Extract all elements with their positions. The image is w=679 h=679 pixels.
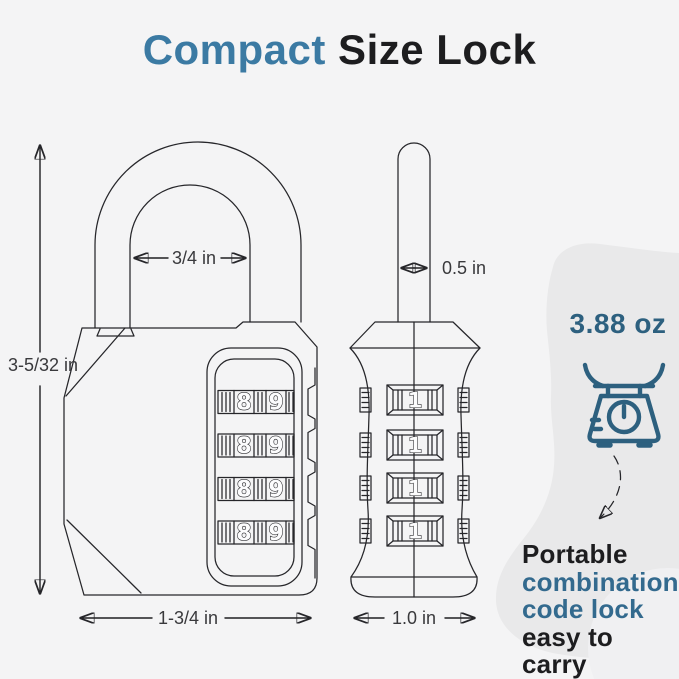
knurl-tab[interactable] bbox=[457, 432, 470, 458]
side-body-right bbox=[460, 347, 481, 578]
weight-badge: 3.88 oz bbox=[569, 308, 667, 339]
kitchen-scale-icon bbox=[582, 362, 666, 448]
grip-rail bbox=[307, 367, 316, 579]
knurl-tab[interactable] bbox=[359, 518, 372, 544]
dial-housing-inner bbox=[214, 358, 295, 577]
dial-digit[interactable]: 8 bbox=[236, 520, 252, 546]
dimension-annotations: 3/4 in 3-5/32 in 1-3/4 in 0.5 in 1.0 in bbox=[8, 145, 486, 628]
blob-highlight-circle bbox=[588, 568, 679, 679]
front-view-drawing: 8 9 8 9 8 9 8 9 bbox=[63, 141, 318, 596]
knurl-tab[interactable] bbox=[359, 432, 372, 458]
dial-digit[interactable]: 1 bbox=[407, 519, 423, 544]
dial-digit[interactable]: 1 bbox=[407, 388, 423, 413]
lock-body-outline bbox=[63, 321, 318, 596]
caption-line-4: easy to carry bbox=[522, 621, 614, 679]
shackle-collar bbox=[96, 328, 135, 337]
dim-label-width: 1-3/4 in bbox=[158, 608, 218, 628]
knurl-tab[interactable] bbox=[359, 475, 372, 501]
dial-digit[interactable]: 8 bbox=[236, 477, 252, 503]
title-highlight: Compact bbox=[142, 26, 326, 73]
caption: Portable combination code lock easy to c… bbox=[522, 539, 679, 679]
knurl-tab[interactable] bbox=[457, 475, 470, 501]
dim-label-shackle-width: 3/4 in bbox=[172, 248, 216, 268]
caption-line-1: Portable bbox=[522, 539, 628, 569]
dial-digit[interactable]: 9 bbox=[268, 520, 284, 546]
dial-digit[interactable]: 9 bbox=[268, 433, 284, 459]
dial-digit[interactable]: 1 bbox=[407, 476, 423, 501]
side-shackle-rod bbox=[397, 142, 431, 323]
dim-label-height: 3-5/32 in bbox=[8, 355, 78, 375]
shackle-outline bbox=[94, 141, 302, 329]
side-body-left bbox=[349, 347, 370, 578]
dashed-curved-arrow-icon bbox=[601, 455, 622, 517]
caption-line-3: code lock bbox=[522, 594, 644, 624]
body-bevel-creases bbox=[65, 327, 142, 594]
side-top-cap bbox=[349, 321, 481, 349]
dial-housing bbox=[206, 347, 303, 587]
side-view-drawing: 1 1 1 1 bbox=[349, 142, 481, 598]
dial-digit[interactable]: 9 bbox=[268, 477, 284, 503]
title-rest: Size Lock bbox=[325, 26, 537, 73]
dim-label-depth: 1.0 in bbox=[392, 608, 436, 628]
knurl-tab[interactable] bbox=[457, 387, 470, 413]
blob bbox=[495, 243, 679, 659]
shackle-inner-outline bbox=[129, 184, 251, 329]
dial-digit[interactable]: 8 bbox=[236, 433, 252, 459]
caption-line-2: combination bbox=[522, 566, 679, 597]
dial-digit[interactable]: 1 bbox=[407, 433, 423, 458]
dial-digit[interactable]: 9 bbox=[268, 390, 284, 416]
dim-label-shackle-thickness: 0.5 in bbox=[442, 258, 486, 278]
page-title: Compact Size Lock bbox=[0, 26, 679, 74]
dial-digit[interactable]: 8 bbox=[236, 390, 252, 416]
